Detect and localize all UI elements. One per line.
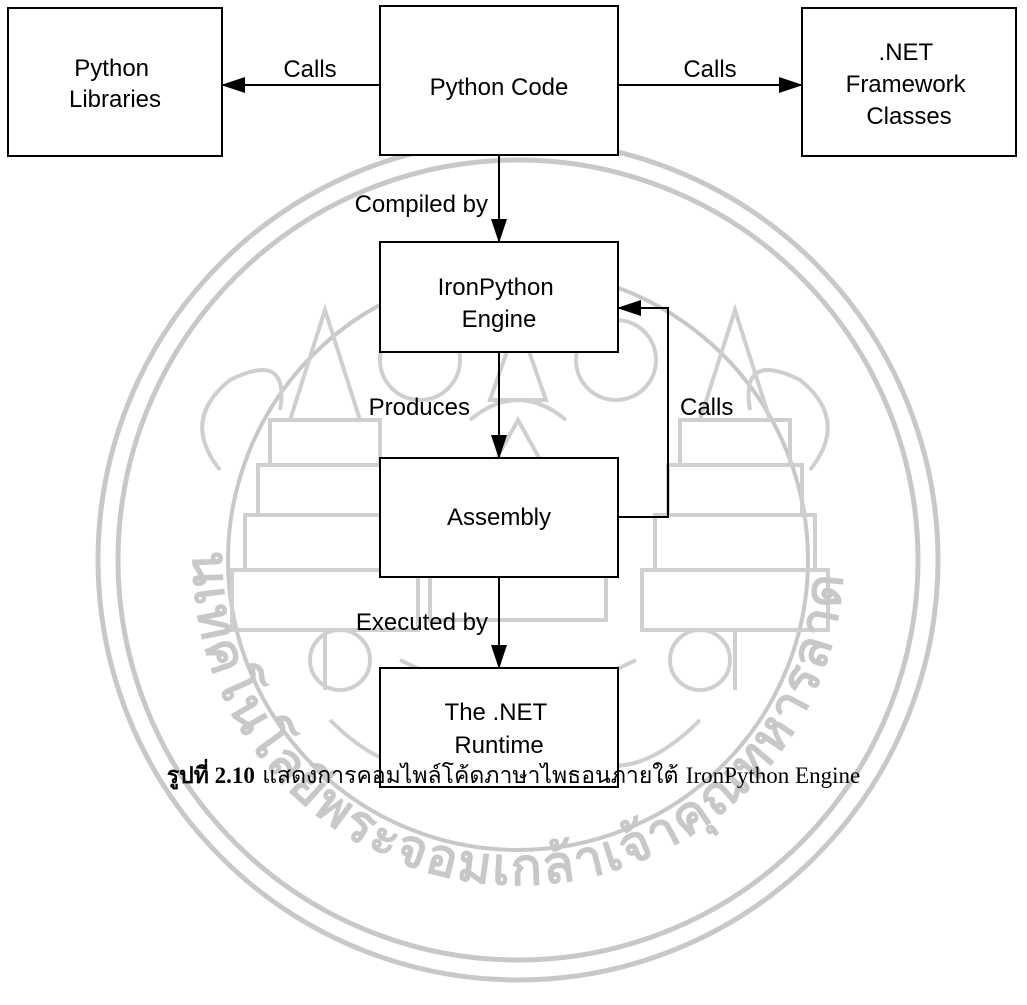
seal-inner-ring xyxy=(115,157,921,963)
node-python-code-box xyxy=(379,5,619,156)
edge-label-calls-back: Calls xyxy=(680,394,733,421)
node-net-runtime-label: The .NET Runtime xyxy=(445,699,554,759)
edge-label-calls-right: Calls xyxy=(683,56,736,83)
node-net-framework-box xyxy=(801,7,1017,157)
node-net-runtime-box xyxy=(379,667,619,788)
edge-label-produces: Produces xyxy=(369,394,470,421)
node-ironpython-engine-box xyxy=(379,241,619,353)
caption-text: แสดงการคอมไพล์โค้ดภาษาไพธอนภายใต้ xyxy=(254,763,686,789)
caption-label: รูปที่ 2.10 xyxy=(166,763,255,788)
caption-latin: IronPython Engine xyxy=(685,763,861,788)
edge-label-executed-by: Executed by xyxy=(356,609,488,636)
node-python-code-label: Python Code xyxy=(430,74,569,101)
figure-caption: รูปที่ 2.10 แสดงการคอมไพล์โค้ดภาษาไพธอนภ… xyxy=(0,758,1027,794)
node-assembly-label: Assembly xyxy=(447,504,551,531)
node-python-libraries-box xyxy=(7,7,223,157)
edge-label-compiled-by: Compiled by xyxy=(355,191,488,218)
node-ironpython-engine-label: IronPython Engine xyxy=(438,274,561,333)
node-python-libraries-label: Python Libraries xyxy=(69,55,161,113)
edge-calls-back xyxy=(617,300,669,518)
node-net-framework-label: .NET Framework Classes xyxy=(846,39,973,130)
edge-label-calls-left: Calls xyxy=(283,56,336,83)
node-assembly-box xyxy=(379,457,619,578)
